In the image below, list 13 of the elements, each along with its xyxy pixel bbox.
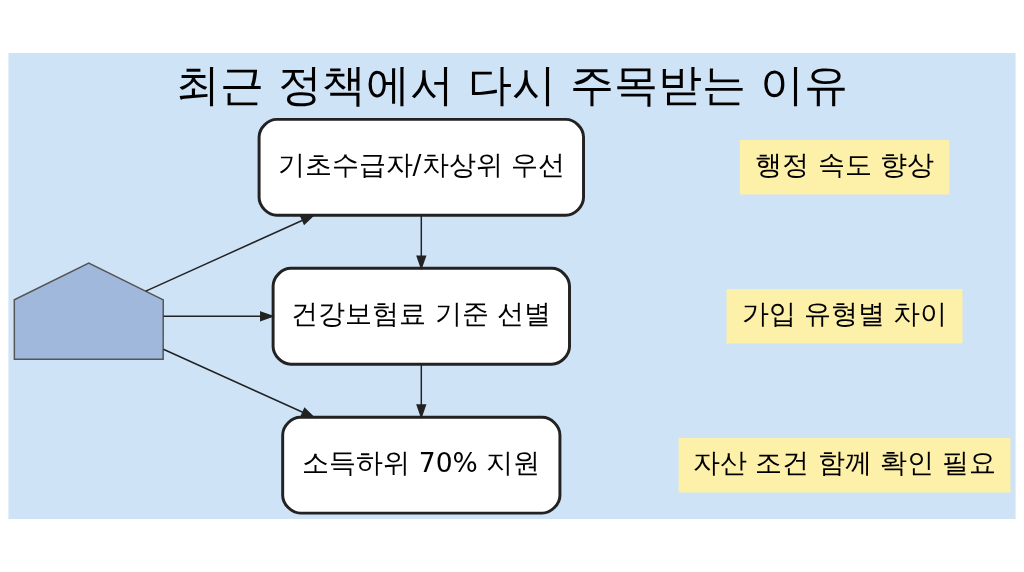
arrow — [162, 311, 275, 322]
node-box: 자산 조건 함께 확인 필요 — [678, 437, 1011, 493]
diagram-title: 최근 정책에서 다시 주목받는 이유 — [175, 59, 849, 111]
node-box: 기초수급자/차상위 우선 — [257, 117, 585, 217]
arrow — [416, 214, 427, 271]
arrow — [162, 348, 316, 419]
picture — [13, 262, 164, 360]
node-box: 소득하위 70% 지원 — [281, 415, 562, 515]
node-box: 건강보험료 기준 선별 — [271, 266, 571, 366]
arrow — [145, 214, 316, 292]
node-box: 가입 유형별 차이 — [726, 288, 963, 344]
arrow — [416, 363, 427, 420]
node-box: 행정 속도 향상 — [739, 140, 950, 195]
